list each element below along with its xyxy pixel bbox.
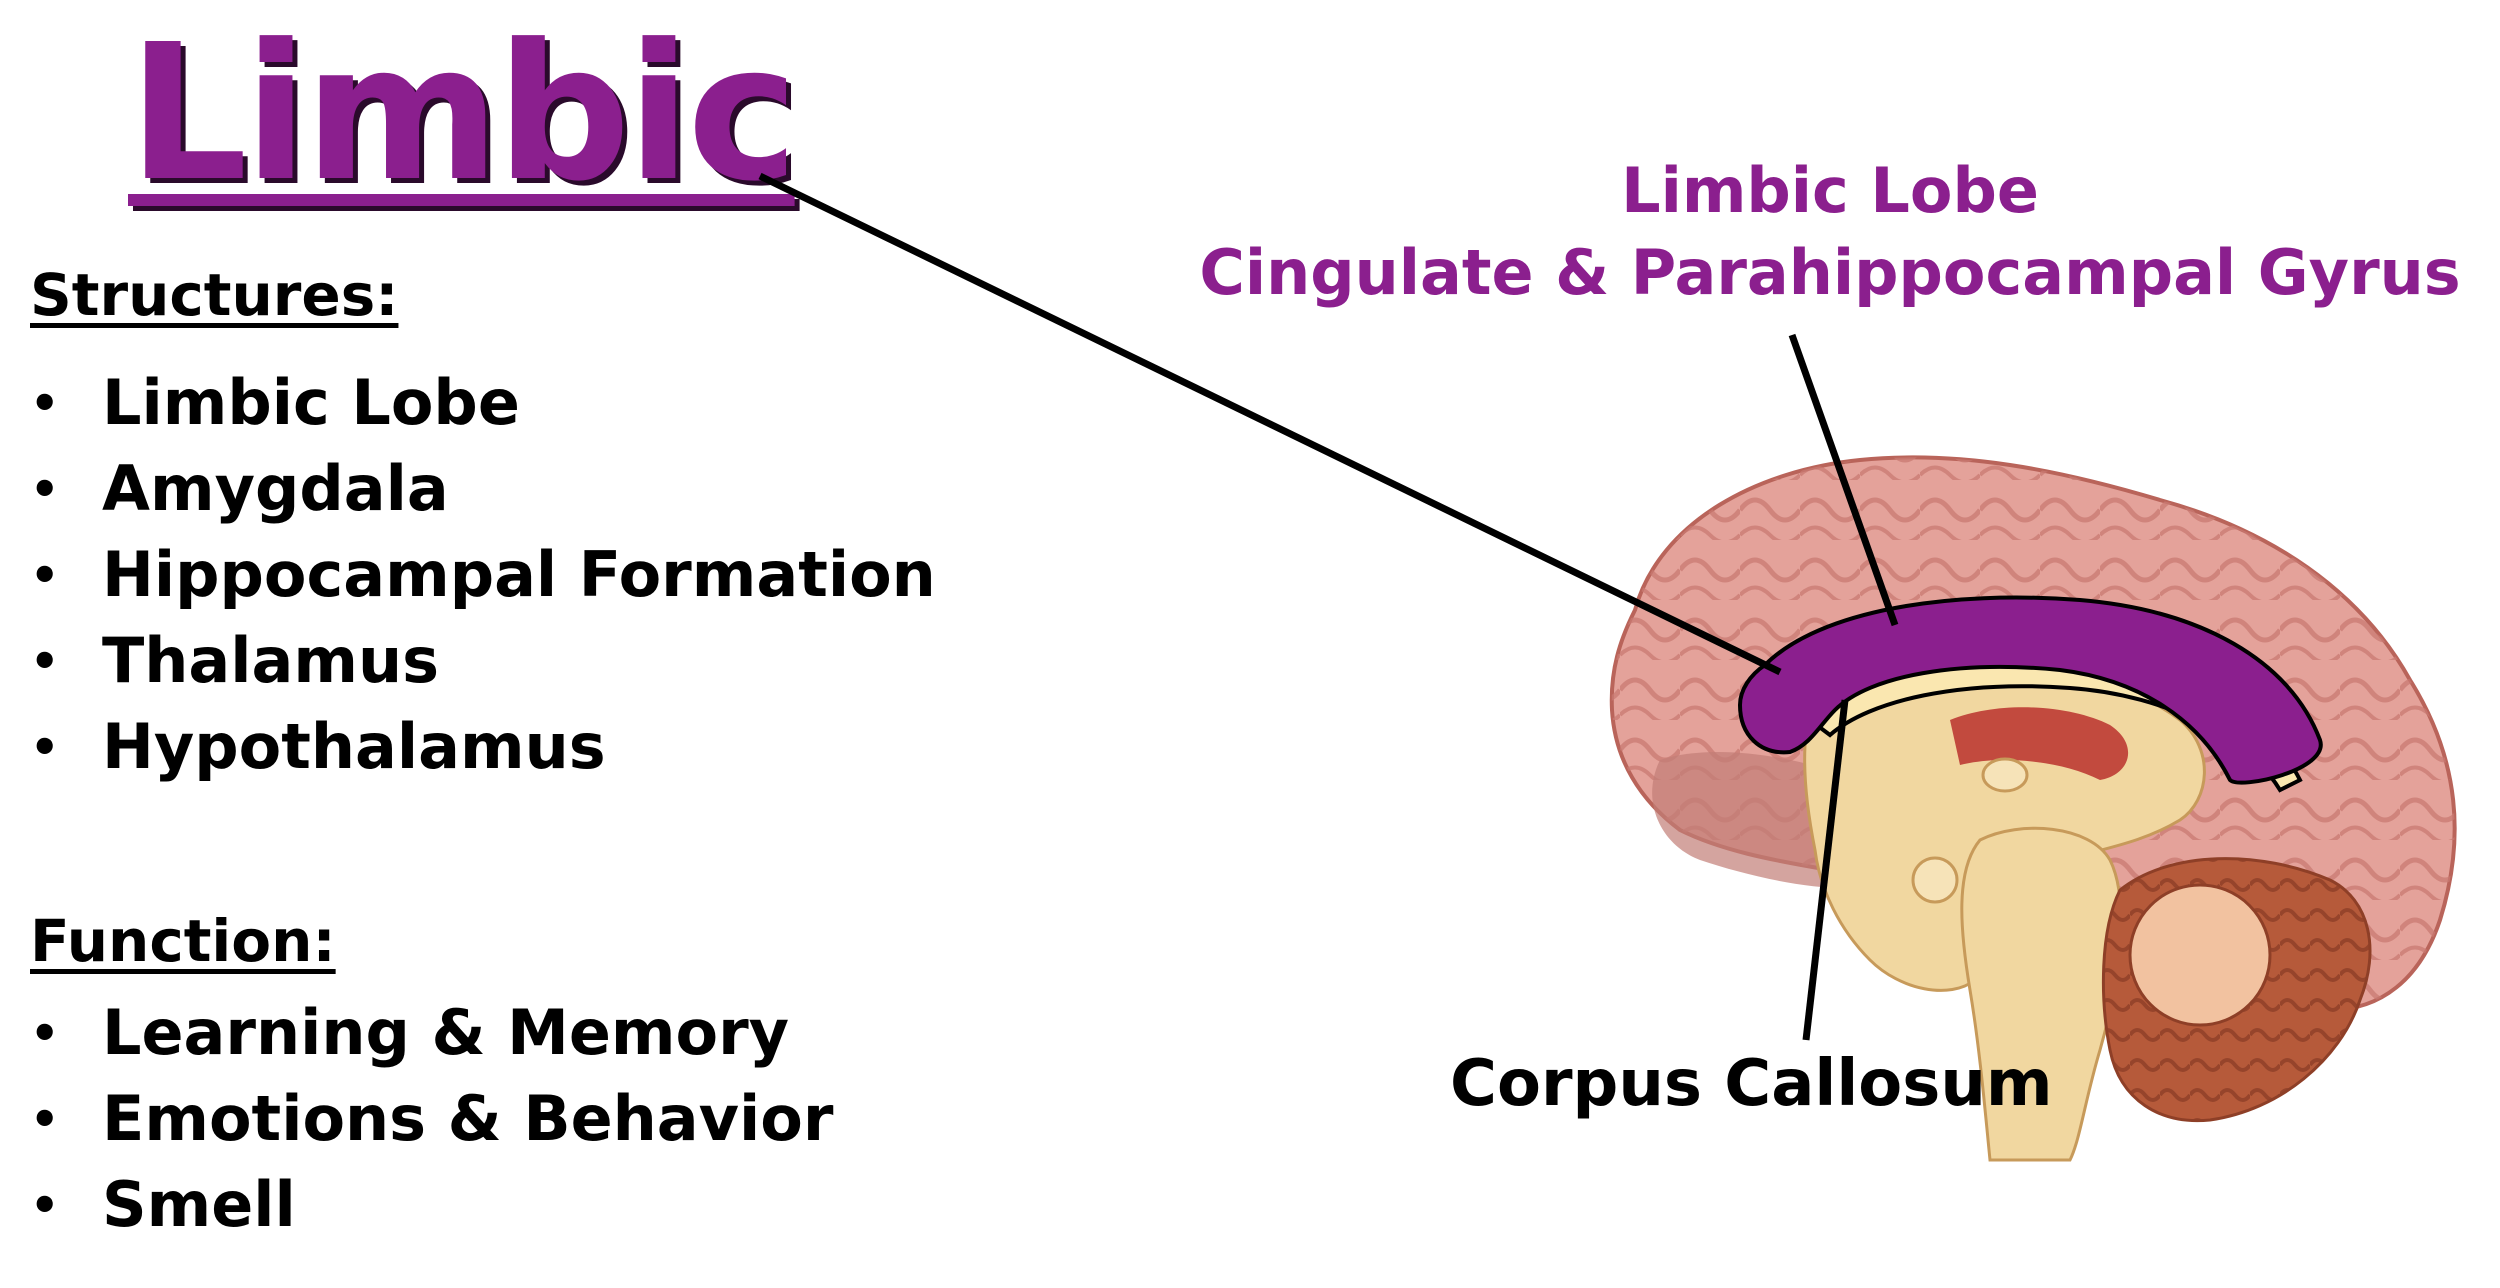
list-item: • Smell [30,1162,833,1248]
bullet-icon: • [30,1092,60,1146]
structures-heading: Structures: [30,261,399,329]
limbic-lobe-label-line2: Cingulate & Parahippocampal Gyrus [1199,236,2461,309]
brainstem [1960,826,2123,1162]
list-item: • Emotions & Behavior [30,1076,833,1162]
bullet-icon: • [30,1006,60,1060]
limbic-lobe-leader-line [1788,333,1899,627]
function-list: •Learning & Memory •Emotions & Behavior … [30,990,833,1248]
function-heading: Function: [30,907,336,975]
list-item: • Amygdala [30,446,936,532]
structures-list: • Limbic Lobe • Amygdala • Hippocampal Form… [30,360,936,790]
list-item-label: Amygdala [102,452,449,525]
corpus-callosum-label: Corpus Callosum [1450,1047,2053,1121]
list-item-label: Emotions & Behavior [102,1082,834,1155]
limbic-lobe-label-line1: Limbic Lobe [1621,154,2039,227]
limbic-lobe-label: Limbic Lobe Cingulate & Parahippocampal … [1180,150,2480,314]
list-item-label: Hypothalamus [102,710,606,783]
list-item-label: Smell [102,1168,296,1241]
limbic-lobe-region [1737,595,2323,785]
bullet-icon: • [30,548,60,602]
title-leader-line [758,172,1782,676]
list-item-label: Thalamus [102,624,440,697]
bullet-icon: • [30,376,60,430]
page-title: Limbic [128,4,799,223]
list-item: • Limbic Lobe [30,360,936,446]
bullet-icon: • [30,634,60,688]
bullet-icon: • [30,1178,60,1232]
list-item: • Hippocampal Formation [30,532,936,618]
bullet-icon: • [30,462,60,516]
bullet-icon: • [30,720,60,774]
list-item: • Thalamus [30,618,936,704]
corpus-callosum-leader-line [1802,699,1849,1041]
list-item-label: Learning & Memory [102,996,790,1069]
list-item-label: Hippocampal Formation [102,538,936,611]
list-item-label: Limbic Lobe [102,366,520,439]
cerebellum [2101,857,2372,1123]
list-item: • Hypothalamus [30,704,936,790]
list-item: • Learning & Memory [30,990,833,1076]
